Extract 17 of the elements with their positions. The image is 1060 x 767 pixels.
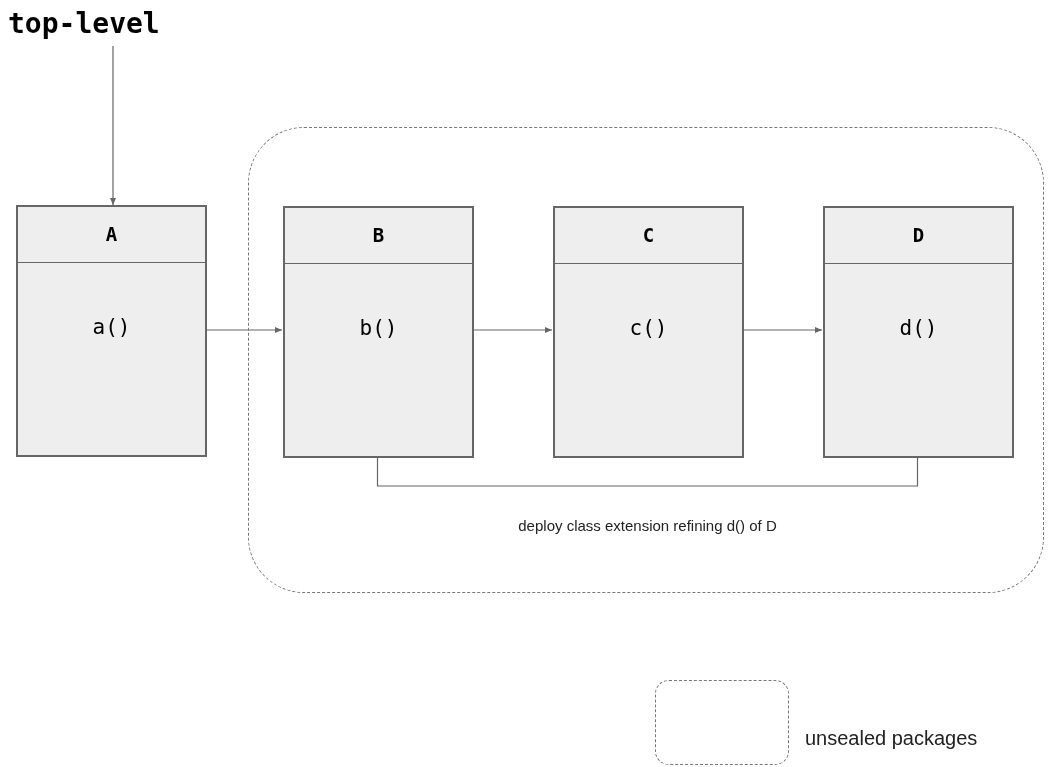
method-name: a()	[92, 314, 131, 341]
class-box	[553, 206, 744, 458]
legend-label: unsealed packages	[805, 725, 978, 751]
class-box	[16, 205, 207, 457]
class-name: D	[825, 208, 1012, 264]
class-name: B	[285, 208, 472, 264]
method-name: b()	[359, 315, 398, 342]
method-name: d()	[899, 315, 938, 342]
connector-arrow	[206, 327, 283, 333]
class-name: C	[555, 208, 742, 264]
method-name: c()	[629, 315, 668, 342]
class-box	[283, 206, 474, 458]
title-label: top-level	[8, 2, 218, 46]
class-name: A	[18, 207, 205, 263]
connector-arrow	[110, 45, 116, 206]
package-region	[248, 127, 1044, 593]
class-box	[823, 206, 1014, 458]
